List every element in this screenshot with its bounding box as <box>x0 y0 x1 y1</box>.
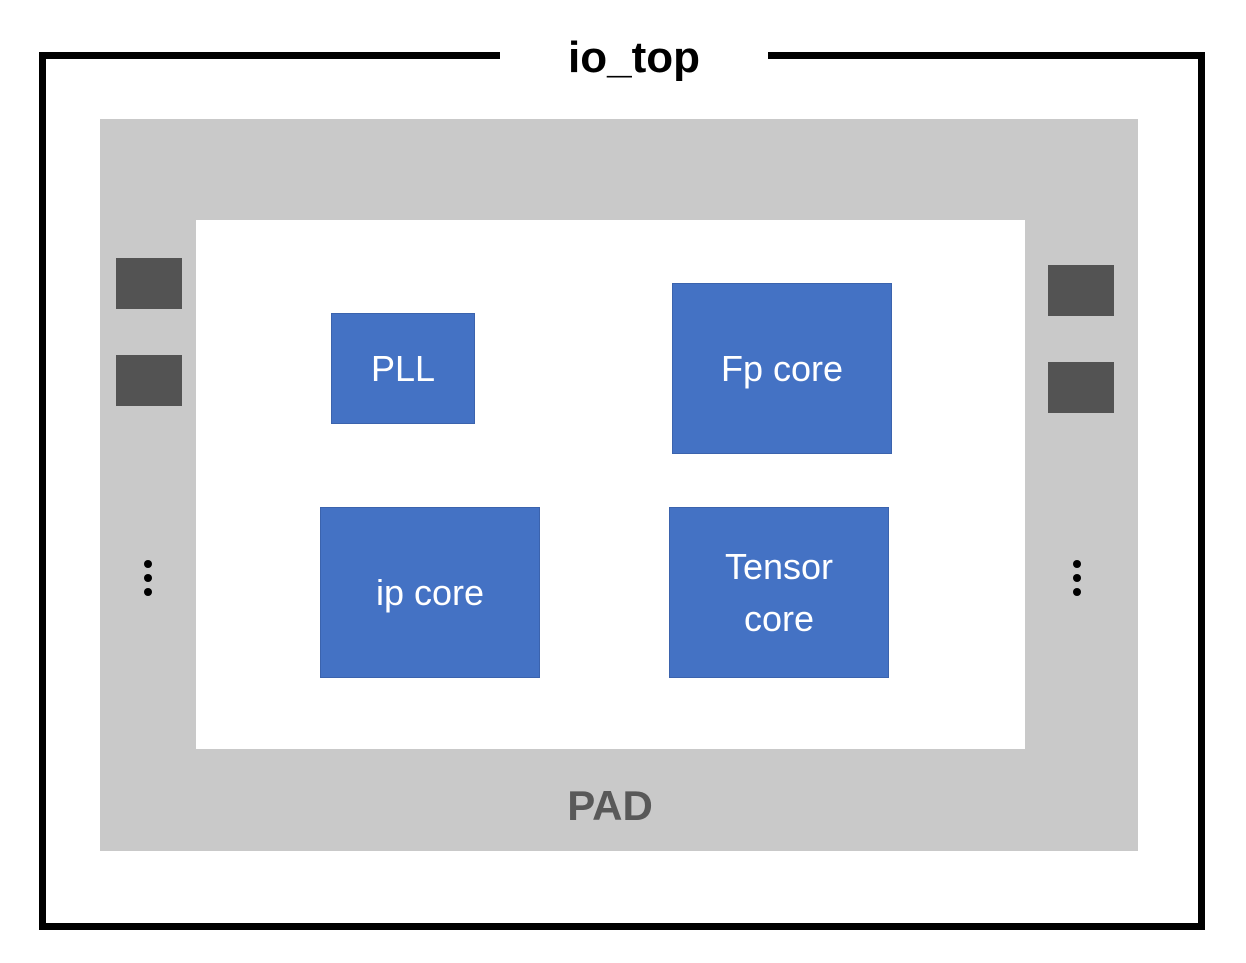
ellipsis-left-icon <box>142 560 152 600</box>
pad-cell-left-2 <box>116 355 182 406</box>
pad-cell-right-1 <box>1048 265 1114 316</box>
pad-label: PAD <box>567 782 653 829</box>
ellipsis-right-icon <box>1071 560 1081 600</box>
pad-cell-right-2 <box>1048 362 1114 413</box>
tensor-core-block: Tensor core <box>669 507 889 678</box>
fp-core-block: Fp core <box>672 283 892 454</box>
title-gap <box>500 40 768 80</box>
pll-block: PLL <box>331 313 475 424</box>
diagram-title: io_top <box>568 33 700 82</box>
pad-cell-left-1 <box>116 258 182 309</box>
ip-core-block: ip core <box>320 507 540 678</box>
